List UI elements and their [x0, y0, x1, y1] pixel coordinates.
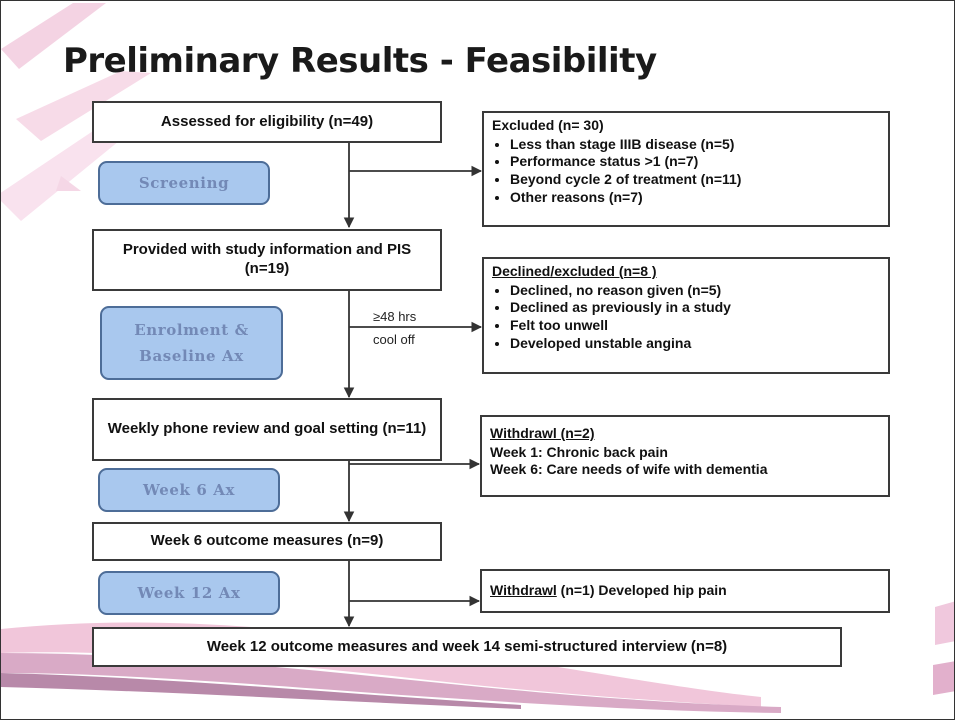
- provided-box: Provided with study information and PIS …: [92, 229, 442, 291]
- excluded-item: Less than stage IIIB disease (n=5): [510, 136, 880, 154]
- withdrawal1-header: Withdrawl (n=2): [490, 425, 595, 441]
- excluded-header: Excluded (n= 30): [492, 117, 604, 133]
- week6-outcome-text: Week 6 outcome measures (n=9): [150, 532, 384, 550]
- enrolment-label: Enrolment &: [134, 320, 249, 339]
- excluded-item: Beyond cycle 2 of treatment (n=11): [510, 171, 880, 189]
- baseline-label: Baseline Ax: [139, 347, 244, 365]
- cool-off-line2: cool off: [373, 331, 415, 347]
- weekly-review-box: Weekly phone review and goal setting (n=…: [92, 398, 442, 461]
- cool-off-note: ≥48 hrs cool off: [373, 306, 416, 352]
- enrolment-baseline-stage: Enrolment & Baseline Ax: [100, 306, 283, 380]
- withdrawal-box-2: Withdrawl (n=1) Developed hip pain: [480, 569, 890, 613]
- withdrawal1-line: Week 6: Care needs of wife with dementia: [490, 461, 768, 478]
- week6-outcome-box: Week 6 outcome measures (n=9): [92, 522, 442, 561]
- withdrawal-box-1: Withdrawl (n=2) Week 1: Chronic back pai…: [480, 415, 890, 497]
- week12-stage: Week 12 Ax: [98, 571, 280, 615]
- excluded-list: Less than stage IIIB disease (n=5) Perfo…: [492, 136, 880, 208]
- week12-stage-label: Week 12 Ax: [137, 583, 241, 602]
- withdrawal1-line: Week 1: Chronic back pain: [490, 443, 668, 460]
- assessed-text: Assessed for eligibility (n=49): [160, 112, 374, 130]
- week6-stage: Week 6 Ax: [98, 468, 280, 512]
- cool-off-line1: ≥48 hrs: [373, 309, 417, 324]
- week12-outcome-box: Week 12 outcome measures and week 14 sem…: [92, 627, 842, 667]
- provided-text: Provided with study information and PIS …: [122, 241, 412, 277]
- declined-list: Declined, no reason given (n=5) Declined…: [492, 282, 880, 354]
- declined-item: Developed unstable angina: [510, 335, 880, 353]
- week12-outcome-text: Week 12 outcome measures and week 14 sem…: [206, 637, 728, 655]
- screening-stage: Screening: [98, 161, 270, 205]
- weekly-review-text: Weekly phone review and goal setting (n=…: [107, 420, 427, 438]
- declined-item: Felt too unwell: [510, 317, 880, 335]
- withdrawal2-word: Withdrawl: [490, 582, 557, 598]
- declined-item: Declined as previously in a study: [510, 299, 880, 317]
- excluded-item: Other reasons (n=7): [510, 189, 880, 207]
- week6-stage-label: Week 6 Ax: [143, 480, 235, 499]
- declined-header: Declined/excluded (n=8 ): [492, 263, 657, 279]
- withdrawal2-rest: (n=1) Developed hip pain: [556, 582, 727, 598]
- assessed-box: Assessed for eligibility (n=49): [92, 101, 442, 143]
- declined-item: Declined, no reason given (n=5): [510, 282, 880, 300]
- excluded-box: Excluded (n= 30) Less than stage IIIB di…: [482, 111, 890, 227]
- excluded-item: Performance status >1 (n=7): [510, 153, 880, 171]
- slide-title: Preliminary Results - Feasibility: [63, 41, 657, 81]
- screening-label: Screening: [138, 173, 230, 192]
- declined-box: Declined/excluded (n=8 ) Declined, no re…: [482, 257, 890, 374]
